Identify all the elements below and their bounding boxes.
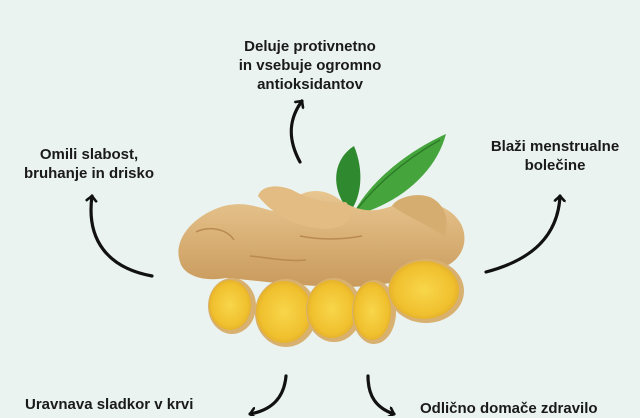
arrow-to-bottom-left-icon <box>248 374 288 414</box>
benefit-left-label: Omili slabost, bruhanje in drisko <box>0 145 178 183</box>
benefit-top-line-1: Deluje protivnetno <box>244 38 376 55</box>
benefit-right-line-1: Blaži menstrualne <box>490 138 620 155</box>
benefit-left-line-2: bruhanje in drisko <box>23 165 155 182</box>
arrow-to-right-icon <box>484 194 560 274</box>
benefit-top-line-2: in vsebuje ogromno <box>238 57 382 74</box>
arrow-to-left-icon <box>91 194 154 278</box>
benefit-right-label: Blaži menstrualne bolečine <box>470 137 640 175</box>
arrow-to-top-icon <box>289 99 302 164</box>
arrow-to-bottom-right-icon <box>366 374 396 414</box>
leaf-icon <box>352 134 446 216</box>
benefit-bottom-right-label: Odlično domače zdravilo <box>420 399 640 418</box>
benefit-top-line-3: antioksidantov <box>257 76 363 93</box>
ginger-slice <box>256 281 312 343</box>
benefit-right-line-2: bolečine <box>524 157 586 174</box>
benefit-bottom-right-line-1: Odlično domače zdravilo <box>420 400 598 417</box>
benefit-bottom-left-label: Uravnava sladkor v krvi <box>25 395 235 414</box>
benefit-left-line-1: Omili slabost, <box>39 146 139 163</box>
benefit-bottom-left-line-1: Uravnava sladkor v krvi <box>25 396 194 413</box>
ginger-slice <box>353 282 391 340</box>
benefit-top-label: Deluje protivnetno in vsebuje ogromno an… <box>200 37 420 94</box>
ginger-slice <box>307 280 357 338</box>
ginger-slice <box>389 261 459 319</box>
ginger-slice <box>209 280 251 330</box>
ginger-root-illustration <box>178 134 465 347</box>
leaf-icon <box>336 146 361 212</box>
